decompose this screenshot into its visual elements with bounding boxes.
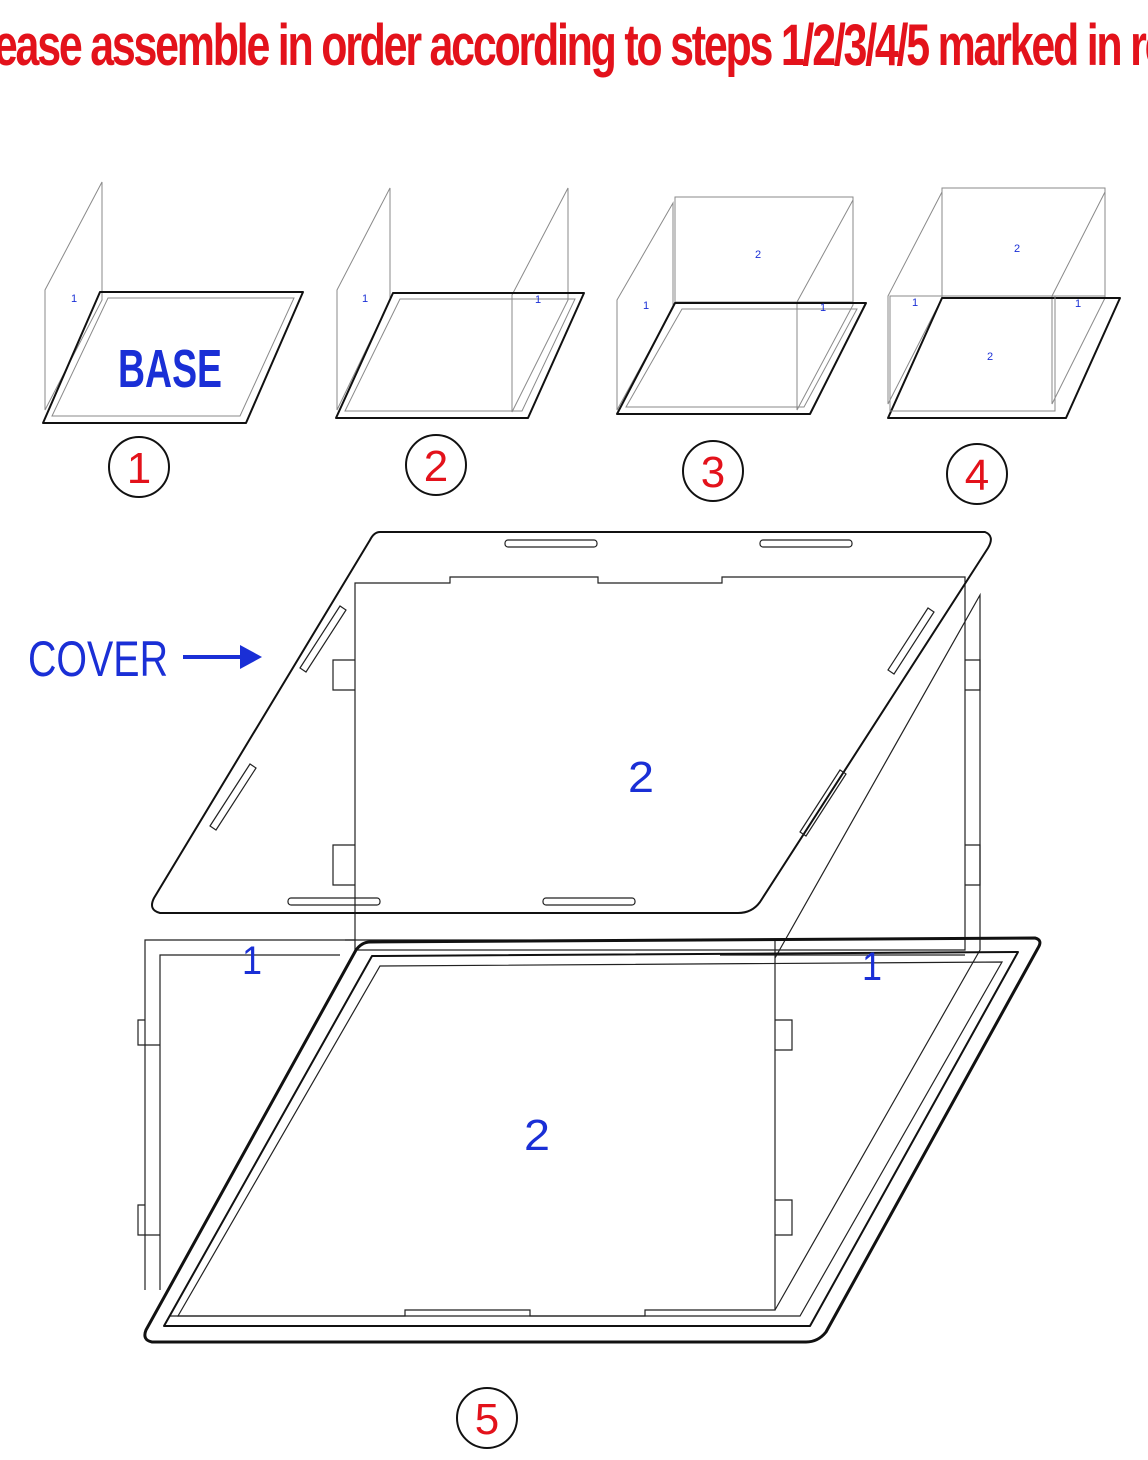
- cover-panel: [151, 531, 992, 914]
- panel-label-2: 2: [755, 249, 761, 261]
- cover-slots: [209, 539, 935, 906]
- step-5-figure: 1 1 2 2 COVER: [28, 531, 1042, 1344]
- side-panel-right: [511, 187, 569, 413]
- instruction-title: Please assemble in order according to st…: [0, 12, 1148, 78]
- arrow-right-icon: [183, 645, 262, 669]
- step-marker-1: 1: [108, 436, 170, 498]
- step-marker-2: 2: [405, 434, 467, 496]
- panel-label-1-right: 1: [862, 945, 882, 989]
- panel-label-2-front: 2: [524, 1111, 550, 1160]
- step-marker-3: 3: [682, 440, 744, 502]
- panel-label-1-right: 1: [1075, 298, 1081, 310]
- base-tray: [143, 936, 1042, 1344]
- step-1-figure: 1 BASE: [42, 181, 304, 424]
- side-panel-right: [796, 199, 854, 411]
- svg-text:1: 1: [127, 444, 151, 493]
- svg-text:4: 4: [965, 451, 989, 500]
- panel-label-1-left: 1: [643, 300, 649, 312]
- panel-label-1-right: 1: [535, 294, 541, 306]
- panel-label-1-left: 1: [912, 297, 918, 309]
- long-panel-back: [941, 187, 1106, 297]
- panel-label-1-right: 1: [820, 302, 826, 314]
- step-marker-5: 5: [456, 1387, 518, 1449]
- step-2-figure: 1 1: [335, 187, 585, 419]
- cover-label: COVER: [28, 631, 168, 687]
- step-marker-4: 4: [946, 443, 1008, 505]
- long-panel-front: [170, 939, 776, 1317]
- side-panel-1: [44, 181, 103, 411]
- panel-label-1-left: 1: [362, 293, 368, 305]
- svg-text:5: 5: [475, 1395, 499, 1444]
- svg-text:2: 2: [424, 442, 448, 491]
- panel-label-2-back: 2: [628, 753, 654, 802]
- panel-label-2-front: 2: [987, 351, 993, 363]
- panel-label-1-left: 1: [242, 939, 262, 983]
- base-tray: [887, 297, 1121, 419]
- panel-label-2-back: 2: [1014, 243, 1020, 255]
- side-panel-right: [774, 592, 981, 1311]
- svg-text:3: 3: [701, 448, 725, 497]
- base-tray: [616, 302, 867, 415]
- base-label: BASE: [118, 339, 222, 399]
- long-panel-front: [889, 295, 1056, 412]
- base-tray: [42, 291, 304, 424]
- side-panel-left: [144, 939, 355, 1290]
- panel-label-1: 1: [71, 293, 77, 305]
- step-3-figure: 2 1 1: [616, 196, 867, 415]
- step-4-figure: 2 2 1 1: [887, 187, 1121, 419]
- base-tray: [335, 292, 585, 419]
- long-panel-back: [354, 576, 966, 951]
